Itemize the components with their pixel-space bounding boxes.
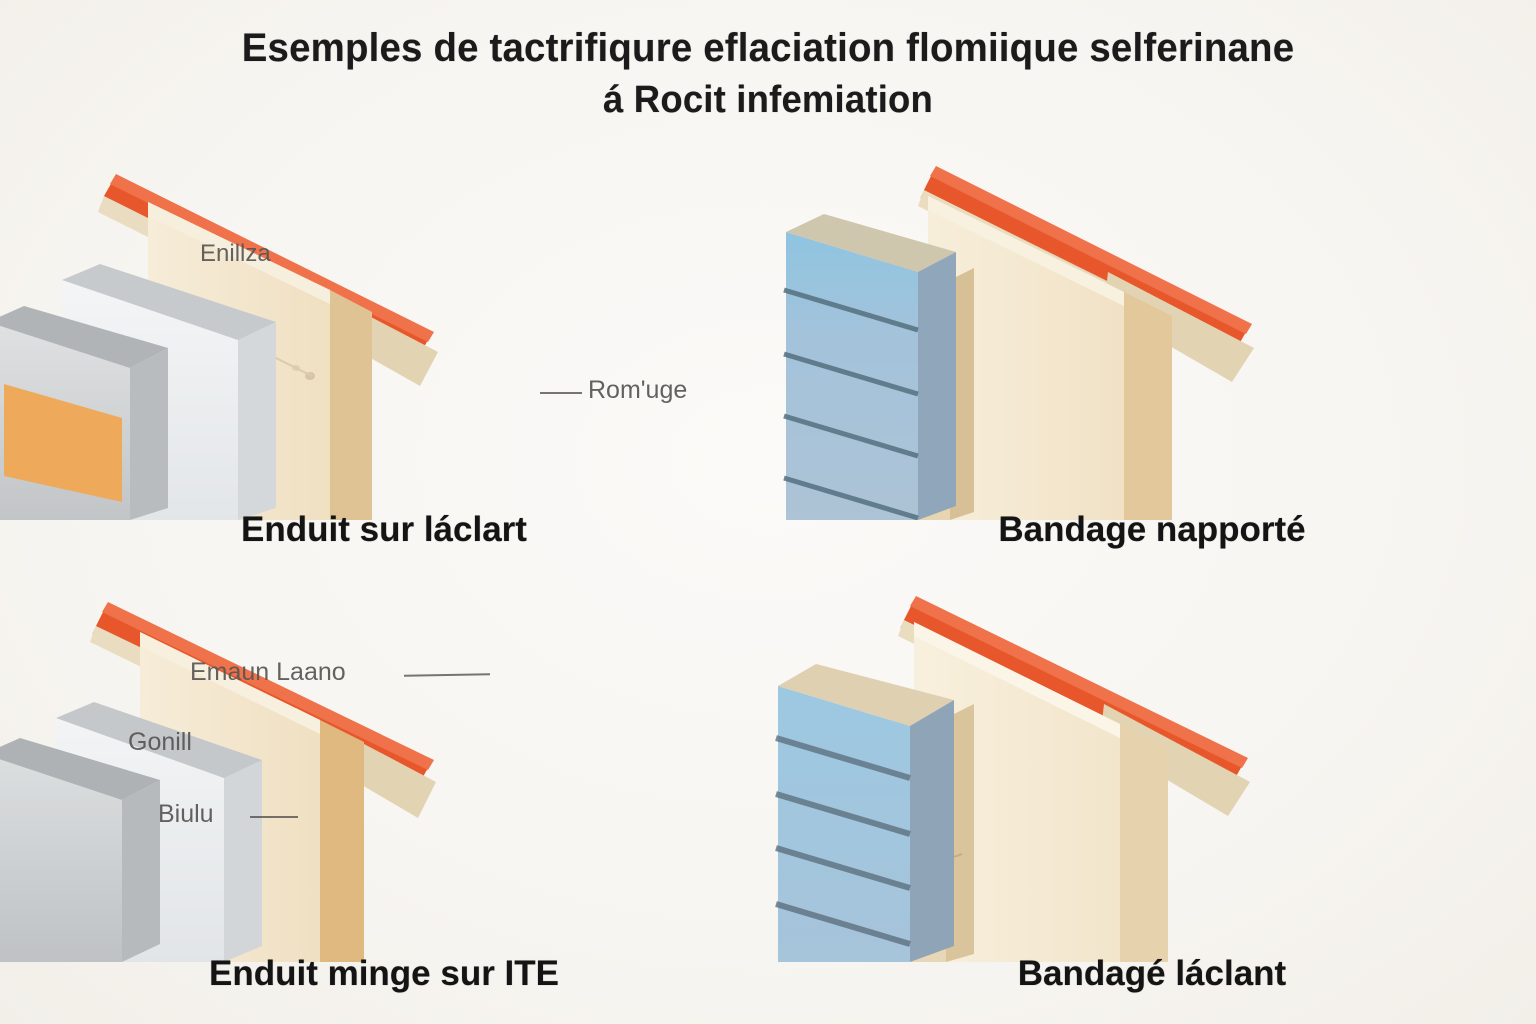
illustration-enduit-sur-laclart bbox=[0, 174, 438, 520]
panel-caption-enduit-minge-sur-ite: Enduit minge sur ITE bbox=[208, 954, 560, 993]
insulation-side bbox=[918, 252, 956, 520]
render-white-top bbox=[62, 264, 276, 340]
roof-tile-ridge bbox=[102, 602, 434, 770]
thin-render-board bbox=[0, 738, 160, 962]
roof-eave-soffit bbox=[1104, 272, 1254, 382]
wall-substrate bbox=[928, 196, 1172, 520]
wall-side-edge bbox=[320, 720, 364, 962]
label-romuge: Rom'uge bbox=[588, 376, 688, 404]
label-emaun-laano: Emaun Laano bbox=[190, 658, 346, 686]
orange-coating-patch bbox=[4, 384, 122, 502]
roof-tile-ridge bbox=[910, 596, 1248, 768]
insulation-slab bbox=[783, 214, 956, 520]
illustration-enduit-minge-sur-ite bbox=[0, 602, 436, 962]
panel-caption-enduit-sur-laclart: Enduit sur láclart bbox=[241, 510, 527, 549]
label-biulu: Biulu bbox=[158, 800, 214, 828]
wall-side-edge bbox=[1124, 292, 1172, 520]
render-front-side bbox=[130, 348, 168, 520]
insulation-grooves bbox=[775, 735, 911, 947]
panel-enduit-minge-sur-ite: Emaun Laano Gonill Biulu Enduit minge su… bbox=[0, 582, 768, 1024]
wall-top-edge bbox=[140, 632, 320, 734]
roof-tile-ridge bbox=[110, 174, 434, 342]
wall-substrate bbox=[914, 622, 1168, 962]
figure-title-line-1: Esemples de tactrifiqure eflaciation flo… bbox=[241, 26, 1295, 70]
wall-top-edge bbox=[148, 202, 330, 304]
panel-grid: Enillza Rom'uge Enduit sur láclart bbox=[0, 140, 1536, 1024]
label-gonill: Gonill bbox=[128, 728, 192, 756]
thin-render-face bbox=[0, 759, 122, 962]
figure-title: Esemples de tactrifiqure eflaciation flo… bbox=[0, 24, 1536, 123]
thin-render-side bbox=[122, 780, 160, 962]
illustration-bandage-laclant bbox=[775, 596, 1250, 962]
insulation-top bbox=[786, 214, 956, 272]
panel-enduit-sur-laclart: Enillza Rom'uge Enduit sur láclart bbox=[0, 140, 768, 582]
leader-line-biulu bbox=[250, 816, 298, 818]
insulation-slab bbox=[775, 664, 954, 962]
wall-top-edge bbox=[914, 622, 1120, 738]
leader-line-romuge bbox=[540, 392, 582, 394]
insulation-top bbox=[778, 664, 954, 726]
render-white-side bbox=[238, 322, 276, 520]
roof-tile-ridge bbox=[930, 166, 1252, 334]
render-layer-front bbox=[0, 306, 168, 520]
insulation-grooves bbox=[783, 287, 919, 520]
roof-eave-soffit bbox=[1100, 704, 1250, 816]
panel-bandage-napporte: Bandage napporté bbox=[768, 140, 1536, 582]
thin-render-top bbox=[0, 738, 160, 800]
illustration-bandage-napporte bbox=[783, 166, 1254, 520]
ite-white-side bbox=[224, 760, 262, 962]
panel-caption-bandage-napporte: Bandage napporté bbox=[998, 510, 1306, 549]
insulation-face bbox=[778, 686, 910, 962]
wall-side-edge bbox=[330, 290, 372, 520]
wall-side-edge bbox=[1120, 724, 1168, 962]
ite-white-top bbox=[56, 702, 262, 778]
figure-title-line-2: á Rocit infemiation bbox=[603, 78, 933, 121]
label-enillza: Enillza bbox=[200, 240, 271, 267]
render-front-top bbox=[0, 306, 168, 368]
panel-caption-bandage-laclant: Bandagé láclant bbox=[1017, 954, 1287, 993]
wall-top-edge bbox=[928, 196, 1124, 306]
panel-bandage-laclant: Bandagé láclant bbox=[768, 582, 1536, 1024]
insulation-side bbox=[910, 700, 954, 962]
